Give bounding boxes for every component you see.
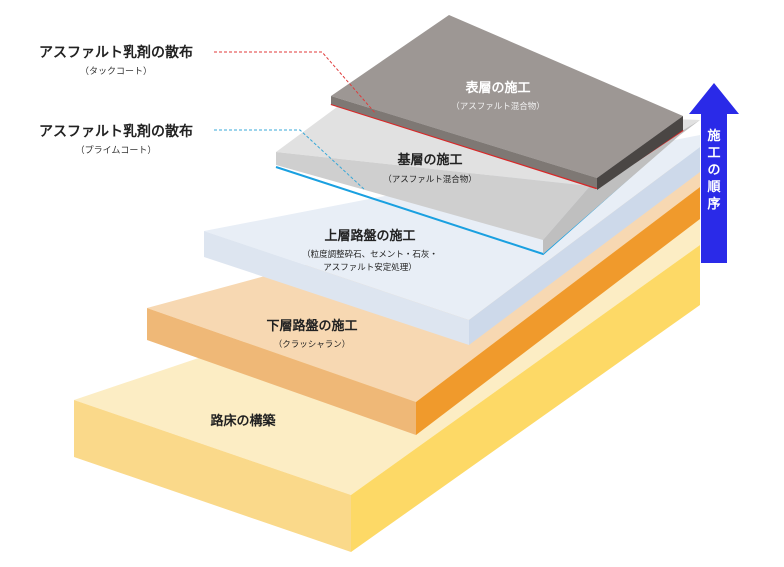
arrow-label-char: 施 — [707, 128, 720, 144]
subgrade-right-face — [351, 245, 700, 552]
arrow-label-text: 施工の順序 — [707, 128, 721, 212]
upper-subbase-title: 上層路盤の施工 — [324, 228, 415, 244]
lower-subbase-front-face — [147, 308, 416, 435]
surface-right-face — [597, 116, 683, 190]
binder-layer-sub: （アスファルト混合物） — [383, 174, 477, 185]
layer-surface-course — [331, 15, 683, 190]
construction-order-arrow — [689, 83, 739, 263]
subgrade-front-face — [74, 400, 351, 552]
binder-front-face — [276, 152, 590, 240]
prime-coat-title: アスファルト乳剤の散布 — [39, 123, 193, 140]
lower-subbase-sub: （クラッシャラン） — [274, 339, 351, 350]
arrow-up-icon — [689, 83, 739, 263]
prime-coat-leader — [214, 129, 366, 191]
lower-subbase-title: 下層路盤の施工 — [266, 318, 357, 334]
upper-subbase-sub-2: アスファルト安定処理） — [323, 262, 417, 273]
surface-layer-title: 表層の施工 — [464, 80, 530, 96]
arrow-label: 施工の順序 — [707, 128, 721, 212]
upper-subbase-front-face — [204, 231, 469, 345]
upper-subbase-right-face — [469, 147, 700, 345]
arrow-label-char: 工 — [707, 146, 720, 161]
upper-subbase-sub-1: （粒度調整砕石、セメント・石灰・ — [302, 249, 438, 260]
subgrade-title: 路床の構築 — [210, 413, 276, 429]
lower-subbase-right-face — [416, 187, 700, 435]
arrow-label-char: 序 — [707, 196, 720, 212]
tack-coat-leader — [214, 51, 377, 115]
tack-coat-sub: （タックコート） — [80, 66, 152, 77]
surface-front-face — [331, 96, 597, 188]
arrow-label-char: 順 — [707, 180, 721, 195]
surface-top-face — [331, 15, 683, 178]
tack-coat-title: アスファルト乳剤の散布 — [39, 44, 193, 61]
prime-coat-sub: （プライムコート） — [76, 145, 157, 156]
arrow-label-char: の — [707, 163, 720, 178]
surface-layer-sub: （アスファルト混合物） — [451, 101, 545, 112]
binder-layer-title: 基層の施工 — [396, 152, 462, 168]
